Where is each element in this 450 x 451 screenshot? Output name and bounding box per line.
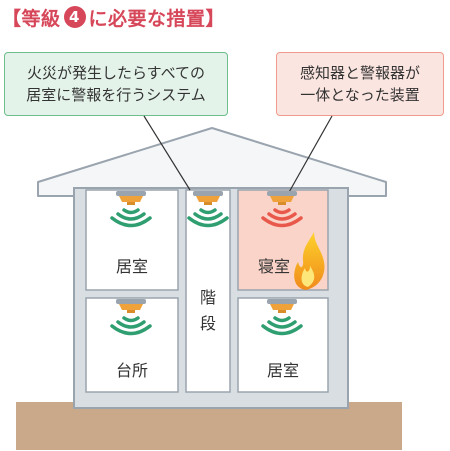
alarm-detector xyxy=(267,299,297,313)
stairs-label-2: 段 xyxy=(199,314,216,333)
room-label-bedroom: 寝室 xyxy=(257,257,290,276)
signal-waves-icon xyxy=(261,316,303,336)
alarm-detector xyxy=(193,191,223,205)
alarm-waves-icon xyxy=(261,208,303,228)
alarm-detector xyxy=(116,299,146,313)
room-label-lower-left: 台所 xyxy=(115,361,148,380)
grade-badge: 4 xyxy=(63,6,86,28)
device-callout-pointer xyxy=(287,115,333,195)
system-callout: 火災が発生したらすべての 居室に警報を行うシステム xyxy=(4,52,228,116)
alarm-detector xyxy=(116,191,146,205)
device-callout-line2: 一体となった装置 xyxy=(300,86,420,104)
ground xyxy=(16,402,402,450)
signal-waves-icon xyxy=(110,208,152,228)
roof xyxy=(37,127,387,197)
system-callout-line2: 居室に警報を行うシステム xyxy=(26,86,206,104)
room-lower-right xyxy=(237,297,329,393)
room-lower-left xyxy=(85,297,179,393)
room-label-lower-right: 居室 xyxy=(266,361,299,380)
signal-waves-icon xyxy=(187,208,229,228)
alarm-detector xyxy=(267,191,297,205)
device-callout: 感知器と警報器が 一体となった装置 xyxy=(276,52,444,116)
room-upper-left xyxy=(85,189,179,291)
room-stairs xyxy=(185,189,231,393)
signal-waves-icon xyxy=(110,316,152,336)
room-label-upper-left: 居室 xyxy=(115,257,148,276)
system-callout-line1: 火災が発生したらすべての xyxy=(26,64,206,82)
stairs-label-1: 階 xyxy=(199,288,216,307)
fire-icon xyxy=(294,232,325,290)
device-callout-line1: 感知器と警報器が xyxy=(299,64,420,82)
page-title: 【等級 4 に必要な措置】 xyxy=(2,4,225,30)
system-callout-pointer xyxy=(143,115,191,191)
title-prefix: 【等級 xyxy=(2,7,61,30)
title-suffix: に必要な措置】 xyxy=(88,7,226,30)
